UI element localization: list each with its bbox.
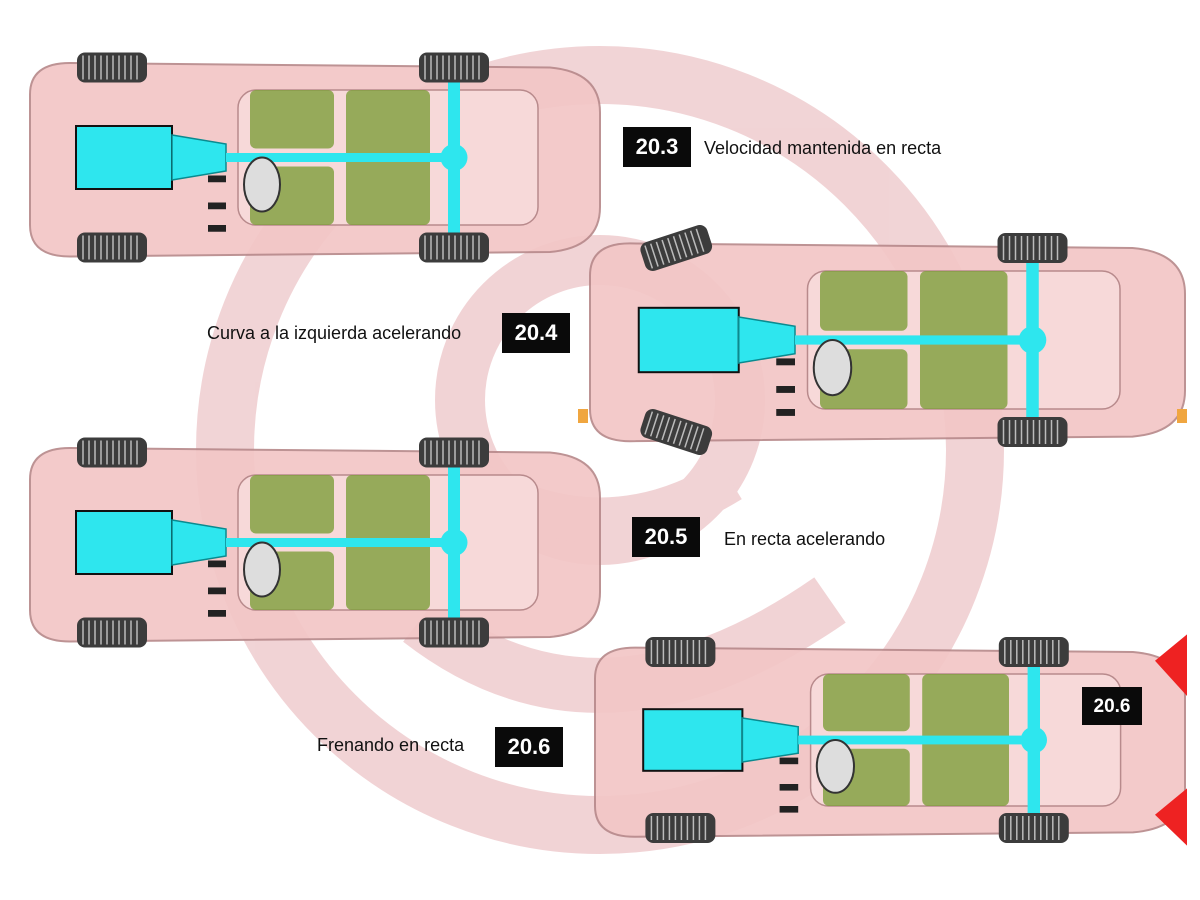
caption-20-3: Velocidad mantenida en recta [704,138,942,158]
seat [250,90,334,149]
tire-icon [419,437,489,468]
steering-wheel-icon [243,156,281,213]
driveshaft [226,153,442,162]
tire-icon [77,232,147,263]
pedal-icon [208,587,226,595]
tire-icon [77,52,147,83]
rear-axle [1027,660,1040,820]
rear-axle [448,461,460,624]
pedal-icon [208,560,226,568]
steering-wheel-icon [812,339,853,397]
gearbox [738,316,796,364]
driveshaft [795,335,1020,345]
badge-20-3: 20.3 [623,127,691,167]
pedal-icon [776,358,795,366]
engine-block [642,708,744,772]
pedal-icon [208,225,226,232]
badge-20-4: 20.4 [502,313,570,353]
driveshaft [226,538,442,547]
gearbox [741,717,799,763]
pedal-icon [208,202,226,210]
tire-icon [997,417,1068,447]
gearbox [171,519,227,566]
gearbox [171,134,227,181]
tire-icon [77,437,147,468]
pedal-icon [779,757,799,765]
tire-icon [645,637,716,667]
brake-light-icon [1155,788,1187,846]
turn-signal-icon [578,409,588,423]
caption-20-5: En recta acelerando [724,529,886,549]
engine-block [75,510,173,575]
pedal-icon [779,784,799,791]
tire-icon [997,233,1068,263]
steering-wheel-icon [243,541,281,598]
car-20-5 [29,437,601,648]
pedal-icon [776,409,795,416]
seat [820,271,908,331]
car-20-3 [29,52,601,263]
car-badge-20-6: 20.6 [1082,687,1142,725]
rear-axle [1026,257,1039,423]
tire-icon [419,52,489,83]
steering-wheel-icon [815,738,855,794]
badge-20-5: 20.5 [632,517,700,557]
pedal-icon [208,175,226,183]
caption-20-6: Frenando en recta [317,735,465,755]
pedal-icon [779,806,799,813]
tire-icon [77,617,147,648]
engine-block [75,125,173,190]
tire-icon [645,813,716,843]
pedal-icon [208,610,226,617]
tire-icon [419,617,489,648]
turn-signal-icon [1177,409,1187,423]
caption-20-4: Curva a la izquierda acelerando [207,323,462,343]
seat [250,475,334,534]
engine-block [637,306,740,374]
rear-axle [448,76,460,239]
driveshaft [798,735,1022,745]
tire-icon [640,408,713,455]
seat [823,674,910,732]
car-20-4 [578,225,1187,455]
tire-icon [640,225,713,272]
tire-icon [419,232,489,263]
badge-20-6: 20.6 [495,727,563,767]
pedal-icon [776,386,795,393]
car-20-6 [594,634,1187,846]
brake-light-icon [1155,634,1187,696]
tire-icon [998,813,1069,843]
tire-icon [998,637,1069,667]
